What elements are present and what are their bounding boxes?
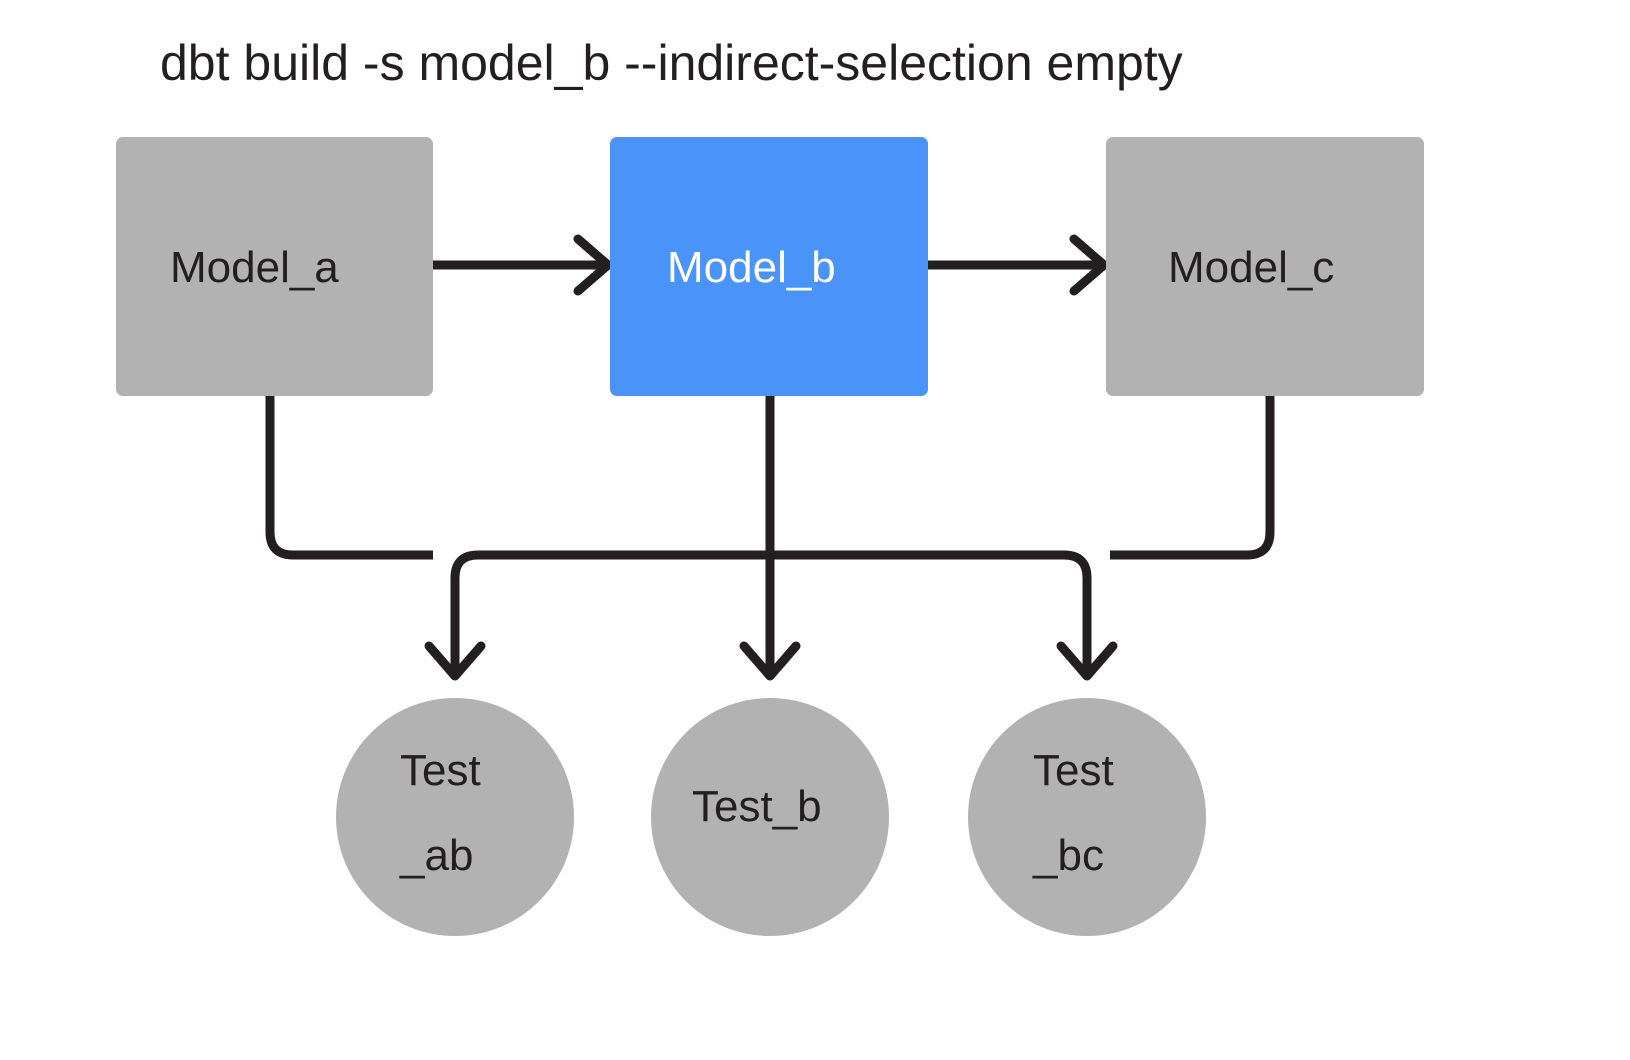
node-test-bc-label-line2: _bc <box>1032 831 1104 880</box>
edge-model-b-to-test-b <box>739 396 801 681</box>
page-title: dbt build -s model_b --indirect-selectio… <box>160 35 1183 91</box>
arrow-head-icon <box>1069 234 1109 296</box>
node-test-b-label-line1: Test_b <box>692 782 822 831</box>
node-test-ab-shape[interactable] <box>336 698 574 936</box>
node-test-bc-shape[interactable] <box>968 698 1206 936</box>
node-test-bc[interactable]: Test _bc <box>968 698 1206 936</box>
arrow-head-icon <box>1056 641 1118 681</box>
node-test-ab-label-line2: _ab <box>399 831 473 880</box>
node-model-b-shape[interactable] <box>610 137 928 396</box>
node-test-b-shape[interactable] <box>651 698 889 936</box>
edge-model-c-to-test-bc <box>1110 396 1275 560</box>
edge-model-b-to-model-c <box>928 234 1109 296</box>
node-model-b-label: Model_b <box>667 243 836 292</box>
edge-model-b-to-test-bc <box>770 550 1118 681</box>
node-test-b[interactable]: Test_b <box>651 698 889 936</box>
arrow-head-icon <box>573 234 613 296</box>
edge-model-b-to-test-ab <box>424 550 770 681</box>
node-test-ab[interactable]: Test _ab <box>336 698 574 936</box>
node-model-c-label: Model_c <box>1168 243 1334 292</box>
node-model-a-label: Model_a <box>170 243 339 292</box>
node-test-bc-label-line1: Test <box>1033 746 1114 795</box>
edge-model-a-to-test-ab <box>265 396 433 560</box>
node-model-c[interactable]: Model_c <box>1106 137 1424 396</box>
node-test-ab-label-line1: Test <box>400 746 481 795</box>
node-model-a-shape[interactable] <box>116 137 433 396</box>
node-model-b[interactable]: Model_b <box>610 137 928 396</box>
node-model-c-shape[interactable] <box>1106 137 1424 396</box>
edge-model-a-to-model-b <box>433 234 613 296</box>
arrow-head-icon <box>739 641 801 681</box>
node-model-a[interactable]: Model_a <box>116 137 433 396</box>
arrow-head-icon <box>424 641 486 681</box>
